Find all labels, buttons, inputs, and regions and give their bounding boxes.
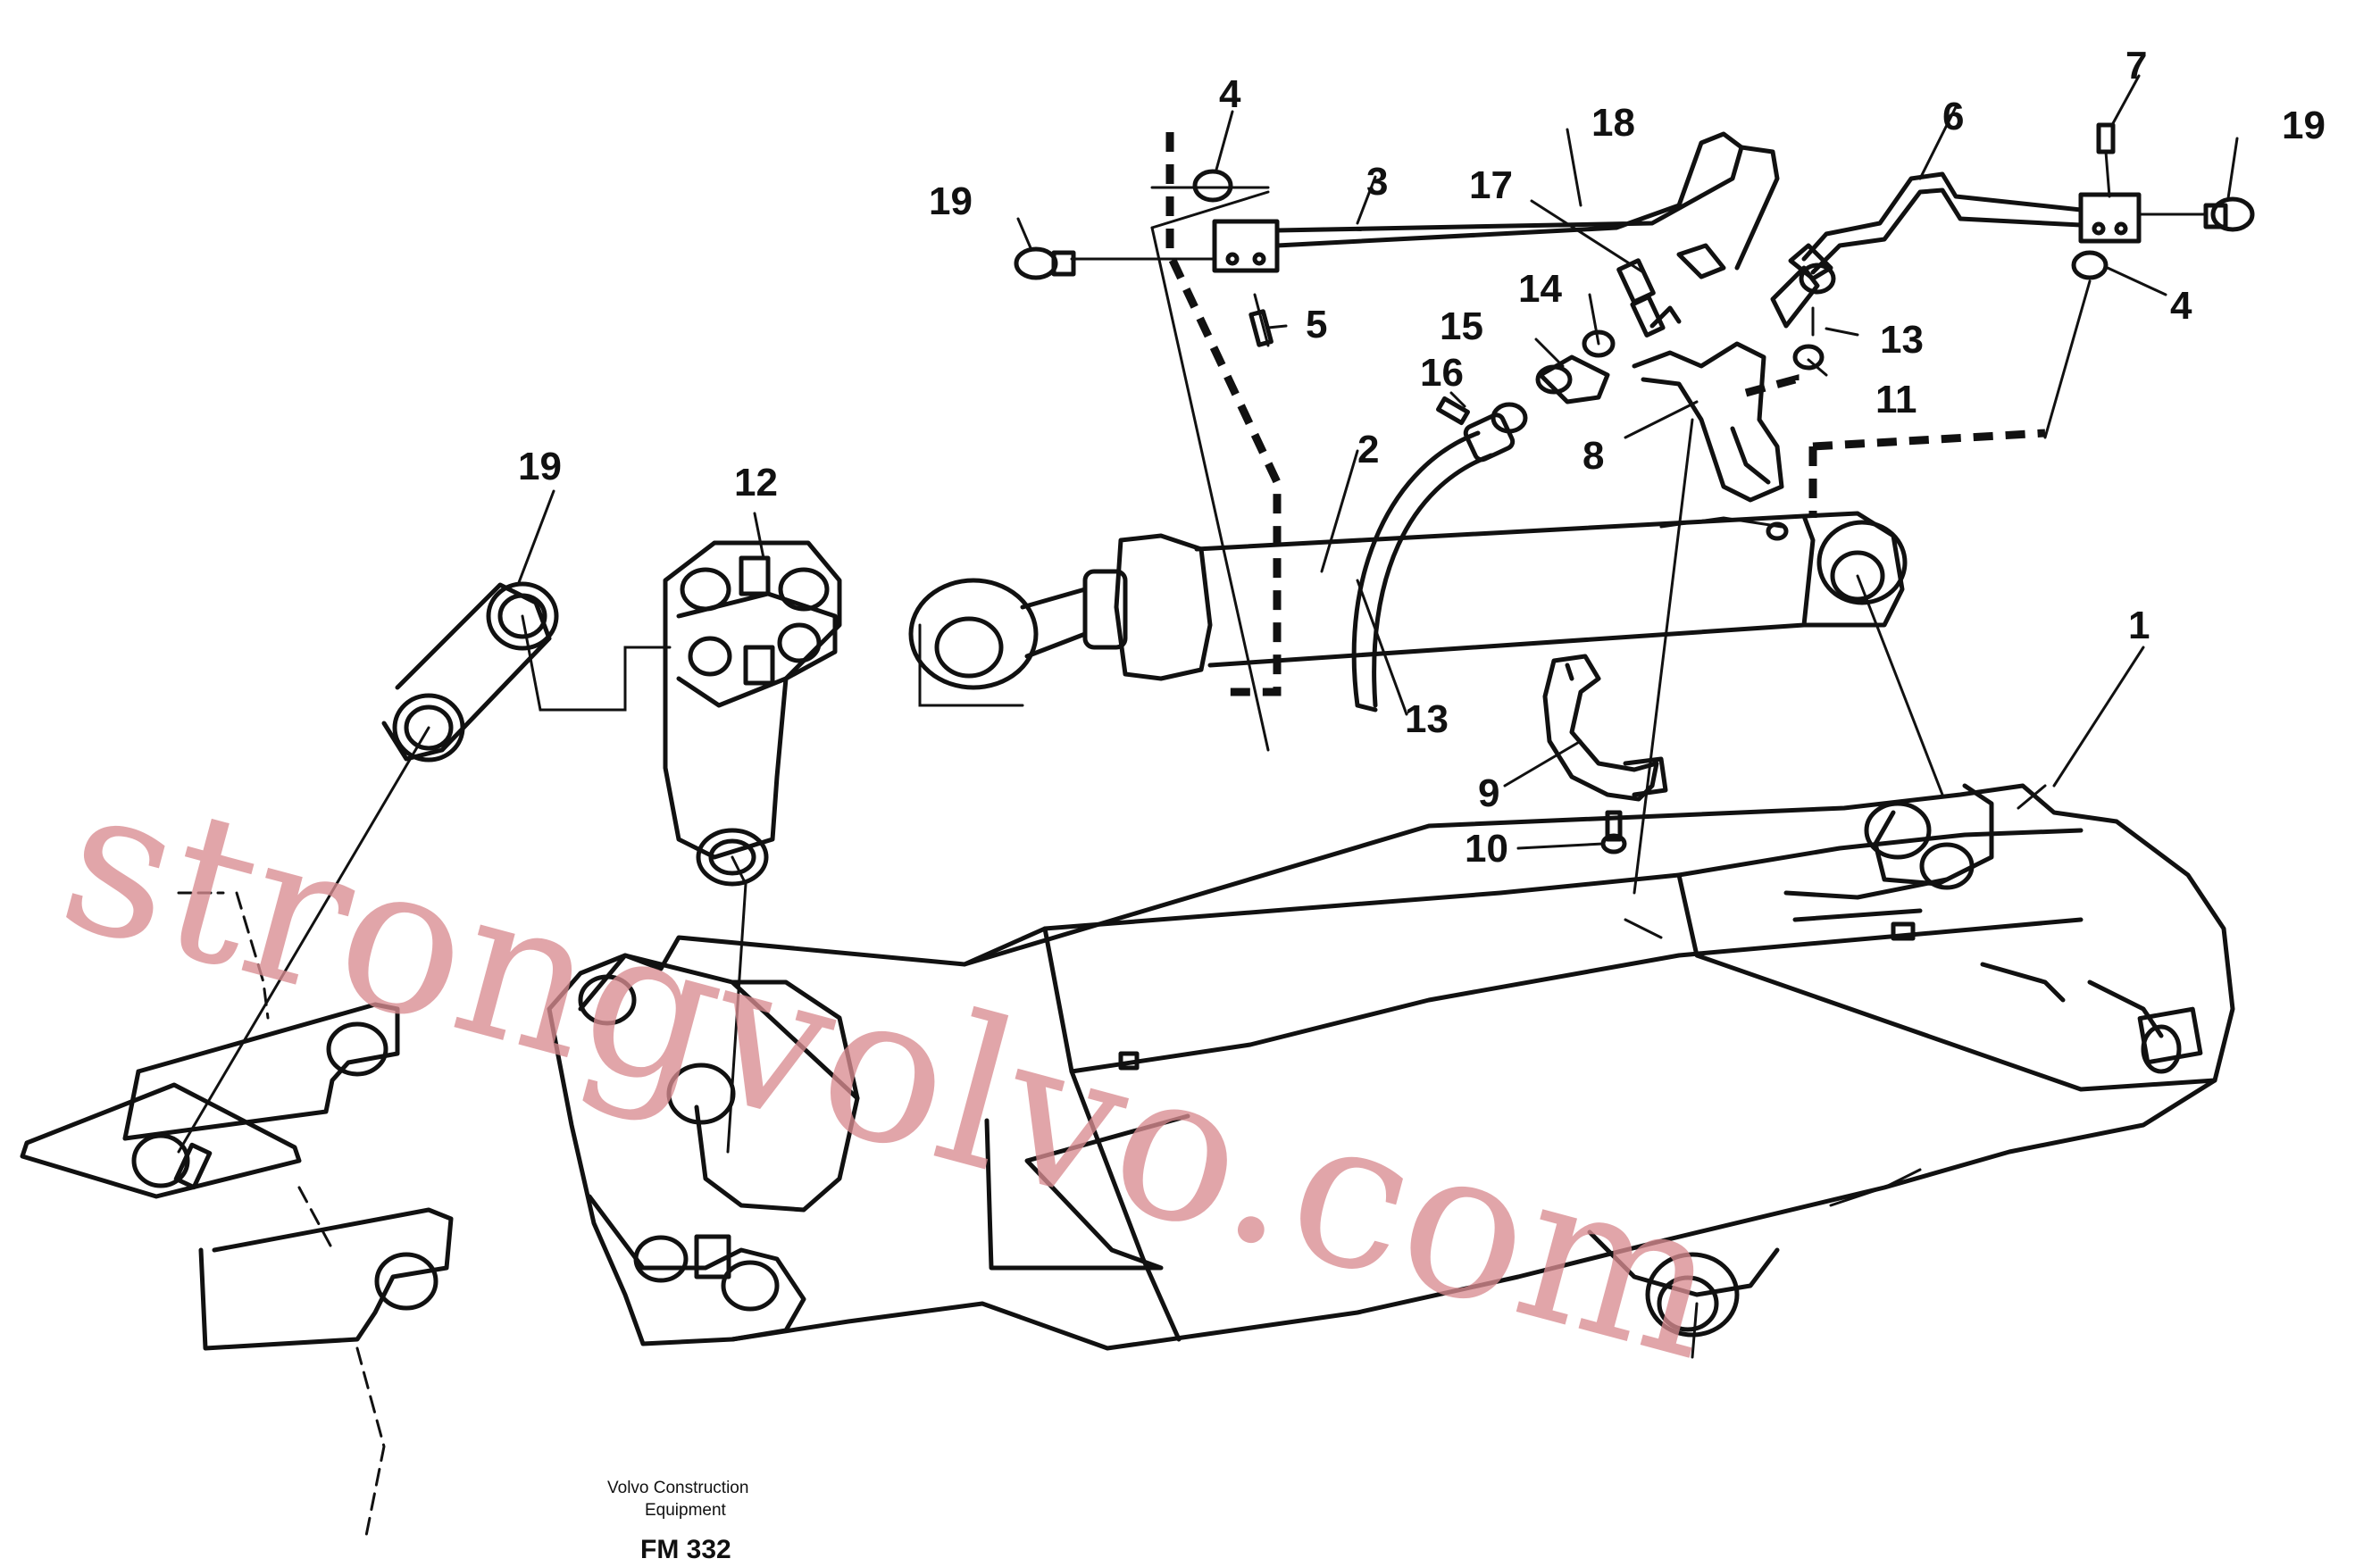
label-9: 9 — [1478, 771, 1499, 815]
clamp-9 — [1542, 654, 1668, 854]
label-19-left: 19 — [929, 179, 973, 223]
label-14: 14 — [1518, 267, 1562, 311]
label-4-left: 4 — [1219, 72, 1241, 116]
clamp-8 — [1616, 258, 1789, 895]
pipe-3 — [1014, 131, 1780, 752]
label-13-upper: 13 — [1880, 318, 1924, 362]
label-13-lower: 13 — [1405, 697, 1449, 741]
figure-code: FM 332 — [640, 1535, 731, 1564]
caption: Volvo Construction Equipment FM 332 — [607, 1479, 748, 1564]
bucket-cylinder — [908, 511, 1944, 796]
label-3: 3 — [1366, 160, 1388, 204]
label-8: 8 — [1582, 434, 1604, 478]
label-7: 7 — [2125, 44, 2147, 88]
label-6: 6 — [1942, 95, 1964, 138]
label-2: 2 — [1357, 428, 1379, 471]
reference-dashes — [1165, 132, 2046, 696]
label-5: 5 — [1306, 303, 1327, 346]
label-19-right: 19 — [2282, 104, 2326, 147]
link-plate-assembly — [20, 891, 454, 1538]
pipe-6 — [1788, 122, 2255, 439]
part-labels: 1 2 3 4 4 5 6 7 8 9 10 11 12 13 13 13 14… — [518, 44, 2326, 871]
hose-13 — [1351, 263, 1836, 713]
label-1: 1 — [2128, 604, 2150, 647]
caption-line-2: Equipment — [645, 1501, 727, 1520]
label-4-right: 4 — [2170, 284, 2192, 328]
label-19-links: 19 — [518, 445, 562, 488]
label-11: 11 — [1875, 378, 1917, 421]
link-bushings — [177, 581, 672, 1154]
caption-line-1: Volvo Construction — [607, 1479, 748, 1497]
label-10: 10 — [1465, 827, 1508, 871]
leader-lines — [516, 74, 2239, 850]
rocker-link — [663, 540, 842, 1154]
label-16: 16 — [1420, 351, 1464, 395]
label-12: 12 — [734, 461, 778, 504]
label-15: 15 — [1440, 304, 1483, 348]
label-18: 18 — [1591, 101, 1635, 145]
dipper-arm — [547, 783, 2235, 1359]
label-17: 17 — [1469, 163, 1513, 207]
